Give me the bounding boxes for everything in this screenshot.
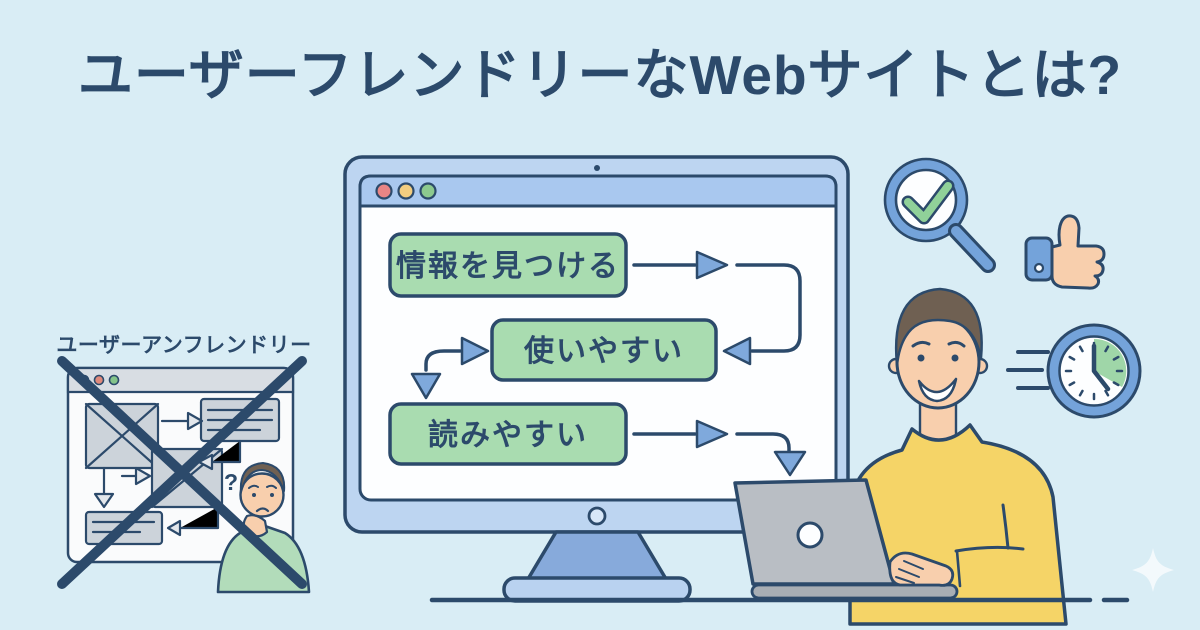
bad-example-group: ユーザーアンフレンドリー <box>56 334 311 594</box>
confused-face <box>239 472 285 518</box>
sparkle-icon <box>1132 548 1174 592</box>
flow-step-label: 使いやすい <box>523 335 684 368</box>
traffic-dot-green <box>108 374 120 386</box>
flow-step-find-info: 情報を見つける <box>388 232 628 298</box>
question-mark: ? <box>224 469 238 495</box>
laptop <box>733 478 959 600</box>
flow-step-easy-to-read: 読みやすい <box>388 402 628 466</box>
screen-browser-window: 情報を見つける 使いやすい 読みやすい <box>358 174 838 502</box>
flow-step-label: 情報を見つける <box>396 250 620 283</box>
flow-step-easy-to-use: 使いやすい <box>490 318 718 382</box>
traffic-dot-orange <box>93 374 105 386</box>
page-title: ユーザーフレンドリーなWebサイトとは? <box>78 44 1122 106</box>
smile <box>917 377 958 403</box>
flow-step-label: 読みやすい <box>428 418 588 452</box>
cuff <box>1024 236 1054 282</box>
thumbs-up-icon <box>1024 214 1106 290</box>
flow-arrows <box>410 250 807 477</box>
clock-wedge <box>1094 338 1127 387</box>
bad-example-label: ユーザーアンフレンドリー <box>56 334 311 357</box>
camera-dot <box>594 165 600 171</box>
hair <box>894 287 983 367</box>
browser-titlebar <box>358 174 838 208</box>
cross-out-x <box>57 356 307 589</box>
monitor-base <box>502 576 692 603</box>
confused-hair <box>239 462 286 493</box>
laptop-logo <box>796 521 824 549</box>
speed-clock-icon <box>1006 323 1142 419</box>
speed-lines <box>1006 350 1050 390</box>
traffic-dot-red <box>375 182 393 200</box>
laptop-base <box>750 583 959 600</box>
magnifier-check-icon <box>883 157 996 273</box>
clock-hands <box>1091 343 1111 392</box>
traffic-dot-green <box>419 182 437 200</box>
thumb-hand <box>1050 214 1106 290</box>
check-mark <box>904 182 952 222</box>
typing-hand <box>888 549 962 588</box>
monitor-group: 情報を見つける 使いやすい 読みやすい <box>343 155 850 603</box>
traffic-dot-yellow <box>397 182 415 200</box>
monitor-power-button <box>587 506 607 526</box>
